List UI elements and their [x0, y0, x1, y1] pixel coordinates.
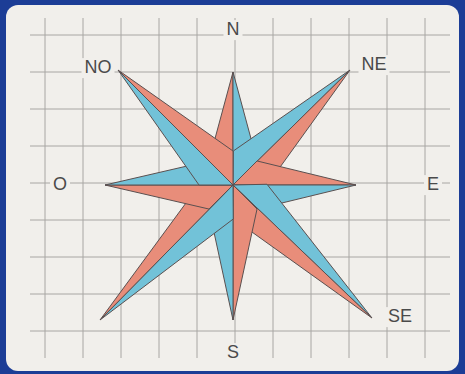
star-ray-half — [100, 185, 233, 320]
grid-line — [30, 331, 450, 332]
paper-sheet — [6, 5, 459, 371]
star-ray-half — [118, 70, 233, 185]
star-ray-half — [105, 185, 233, 209]
direction-label: NO — [82, 58, 115, 78]
star-ray-half — [233, 185, 372, 318]
star-ray-half — [233, 161, 356, 185]
direction-label: O — [50, 175, 70, 195]
star-ray-half — [233, 184, 372, 318]
grid-line — [45, 18, 46, 358]
compass-star — [100, 70, 372, 320]
grid-line — [30, 294, 450, 295]
direction-label: SE — [385, 307, 415, 327]
star-ray-half — [100, 185, 233, 320]
direction-label: S — [224, 343, 242, 363]
grid-line — [349, 18, 350, 358]
direction-label: N — [224, 20, 243, 40]
star-ray-half — [118, 70, 233, 185]
direction-label: NE — [358, 55, 389, 75]
grid-lines — [30, 18, 450, 358]
star-ray-half — [233, 185, 257, 320]
direction-label: E — [424, 175, 442, 195]
